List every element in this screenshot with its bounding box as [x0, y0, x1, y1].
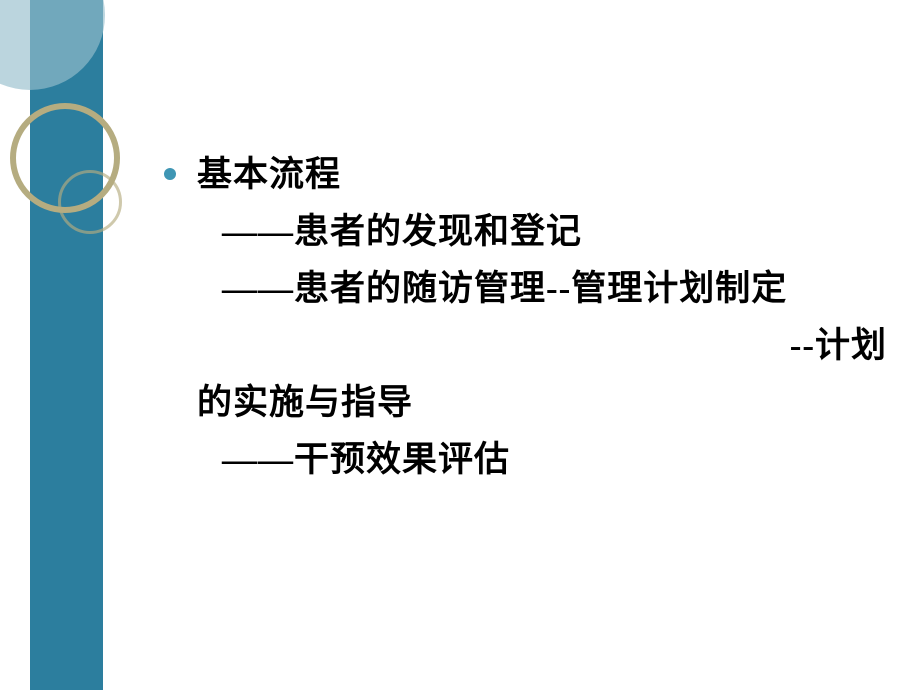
bullet-list-item: 基本流程: [164, 146, 887, 203]
text-line-followup-management: ——患者的随访管理--管理计划制定: [222, 269, 788, 308]
slide-body-text: 基本流程 ——患者的发现和登记 ——患者的随访管理--管理计划制定 --计划 的…: [164, 146, 887, 488]
text-line-implementation-guidance: 的实施与指导: [197, 383, 414, 422]
small-ring-decoration: [58, 170, 122, 234]
text-line-effect-evaluation: ——干预效果评估: [222, 440, 511, 479]
bullet-icon: [164, 168, 176, 180]
bullet-title: 基本流程: [197, 155, 342, 194]
text-line-discovery-registration: ——患者的发现和登记: [222, 212, 583, 251]
text-line-plan-continuation: --计划: [789, 326, 887, 365]
